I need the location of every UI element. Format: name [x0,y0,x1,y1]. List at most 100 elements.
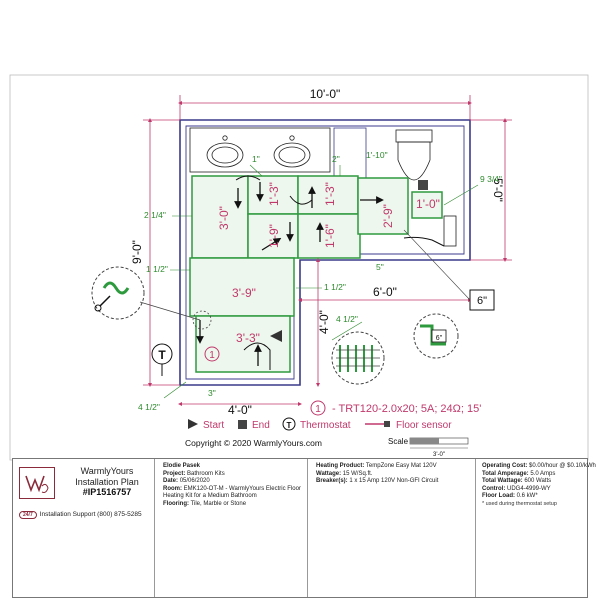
dim-small: 9 3/4" [480,174,502,184]
zone-label: 1'-3" [267,182,281,206]
dim-small: 4 1/2" [138,402,160,412]
scale-value: 3'-0" [433,452,445,458]
zone-label-group: 3'-0" 1'-3" 1'-9" 1'-3" 1'-6" 2'-9" 1'-0… [217,182,440,345]
six-inch-label: 6" [477,295,487,307]
zone-label: 1'-6" [323,224,337,248]
vanity-counter [189,127,331,173]
legend-sensor-label: Floor sensor [396,420,452,431]
dim-small: 2" [332,154,340,164]
sink-right-icon [273,142,311,168]
breakers-value: 1 x 15 Amp 120V Non-GFI Circuit [349,478,439,485]
title-block-brand: WarmlyYours Installation Plan #IP1516757… [13,459,155,597]
zone-label: 3'-0" [217,206,231,230]
dim-label: 9'-0" [130,240,144,264]
zone-3-3 [195,315,291,373]
plan-thermostat-icon: T [151,343,173,376]
toilet-bowl-icon [397,141,431,181]
legend-mat-circle [310,400,326,416]
zone-1-6 [297,213,361,259]
floorload-value: 0.6 kW* [516,493,538,500]
fixtures [189,127,457,247]
brand-title: WarmlyYours Installation Plan [75,466,139,487]
legend-sensor-icon [384,421,390,427]
support-text: Installation Support (800) 875-5285 [39,511,142,518]
zone-1-0 [411,191,443,219]
scissors-icon [99,295,111,307]
control-value: UDG4-4999-WY [507,485,551,492]
zone-label: 3'-3" [236,331,260,345]
zone-label: 1'-9" [267,224,281,248]
wattage-value: 15 W/Sq.ft. [342,470,373,477]
customer-name: Elodie Pasek [163,463,201,469]
run-loops [235,175,445,370]
detail-circle-left [91,266,145,320]
scale-bar-fill [410,438,439,444]
heating-value: TempZone Easy Mat 120V [365,463,437,469]
svg-text:T: T [287,421,292,430]
project-value: Bathroom Kits [187,470,225,477]
legend-thermostat-icon [282,417,296,431]
legend-mat-number: 1 [315,404,321,415]
title-block-costs: Operating Cost: $0.00/hour @ $0.10/kWh T… [482,463,596,507]
dim-label: 4'-0" [228,403,252,417]
room-value: EMK120-OT-M - WarmlyYours Electric Floor… [163,485,301,500]
end-marker-icon [418,180,428,190]
dim-small: 2 1/4" [144,210,166,220]
dim-small: 4 1/2" [336,314,358,324]
flooring-value: Tile, Marble or Stone [190,500,247,507]
opcost-value: $0.00/hour @ $0.10/kWh [529,463,596,469]
mat-number-circle [204,346,220,362]
dim-small: 1" [252,154,260,164]
legend-start-icon [188,419,198,429]
copyright: Copyright © 2020 WarmlyYours.com [185,438,322,448]
scale-label: Scale [388,437,409,446]
dimension-lines [143,95,512,406]
zone-label: 3'-9" [232,286,256,300]
title-block-heating: Heating Product: TempZone Easy Mat 120V … [308,459,476,597]
legend-end-icon [238,420,247,429]
mat-loop-icon [102,281,130,295]
mat-grid-icon [339,345,373,372]
dim-small: 1 1/2" [146,264,168,274]
six-inch-small-label: 6" [436,335,443,342]
drawing-border [9,74,589,461]
zone-label: 2'-9" [381,204,395,228]
zone-label: 1'-3" [323,182,337,206]
start-marker-icon [270,330,282,342]
setup-note: * used during thermostat setup [482,500,557,507]
title-block: WarmlyYours Installation Plan #IP1516757… [12,458,596,598]
title-block-project: Elodie Pasek Project: Bathroom Kits Date… [155,459,308,597]
support-badge: 24/7 [19,511,37,519]
dim-small: 1 1/2" [324,282,346,292]
legend-mat-desc: - TRT120-2.0x20; 5A; 24Ω; 15' [332,403,481,415]
amperage-value: 5.0 Amps [530,470,556,477]
plan-id: #IP1516757 [82,487,132,497]
toilet-tank-icon [395,129,433,143]
zone-2-9 [357,177,409,235]
dim-label: 6'-0" [373,285,397,299]
date-value: 05/06/2020 [179,478,210,485]
dim-label: 5'-0" [491,178,505,202]
totwatt-value: 600 Watts [524,478,552,485]
legend-start-label: Start [203,420,224,431]
dim-label: 10'-0" [310,87,341,101]
closet [333,127,367,179]
warmlyyours-logo-icon [19,467,55,499]
heating-zones [189,175,443,373]
dim-label: 4'-0" [317,310,331,334]
dim-small: 3" [208,388,216,398]
thermostat-box [443,215,457,247]
mat-number: 1 [209,350,215,361]
small-dimensions: 1" 2" 1'-10" 9 3/4" 2 1/4" 1 1/2" 1 1/2"… [138,150,502,412]
dim-small: 1'-10" [366,150,388,160]
dimension-labels: 10'-0" 5'-0" 9'-0" 4'-0" 6'-0" 4'-0" [130,87,505,417]
zone-label: 1'-0" [416,197,440,211]
sink-left-icon [206,142,244,168]
dim-small: 5" [376,262,384,272]
run-arrows [196,182,384,366]
small-dim-leaders [163,164,479,399]
legend-end-label: End [252,420,270,431]
svg-text:T: T [158,348,166,362]
